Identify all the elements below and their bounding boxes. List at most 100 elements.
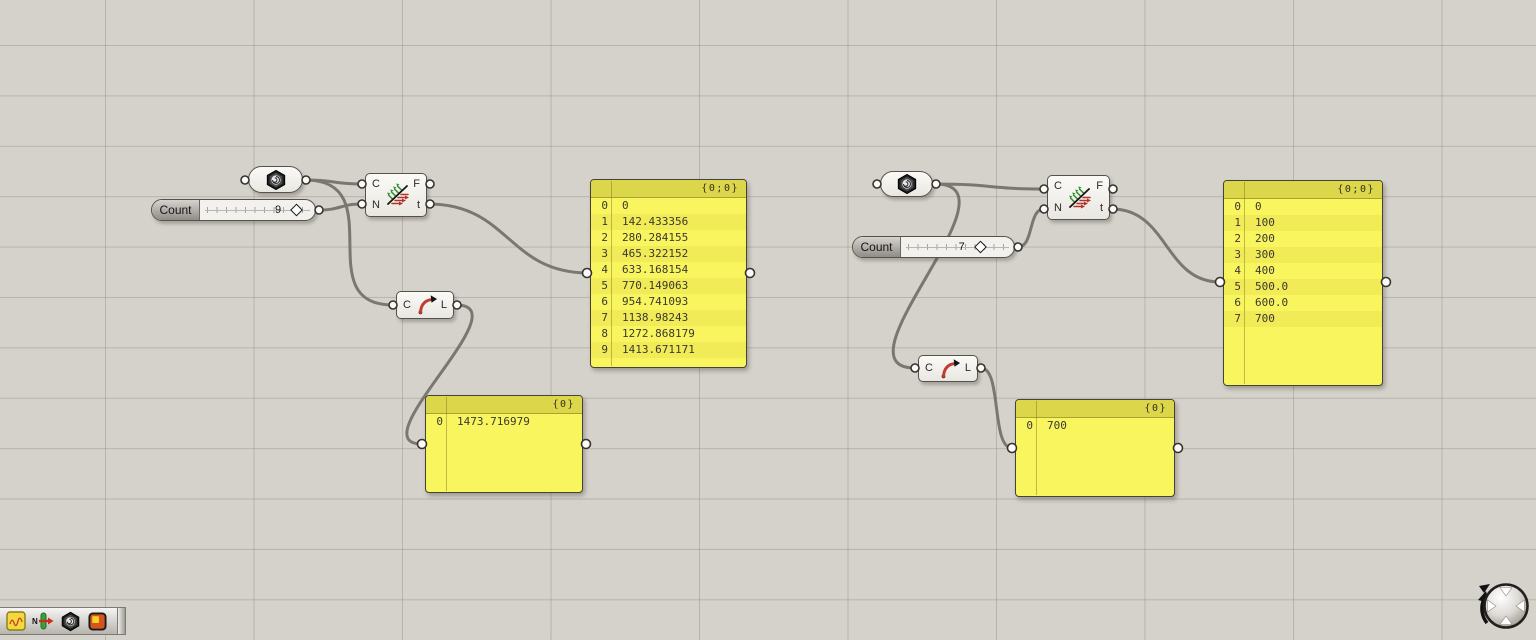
- row-index: 2: [1234, 232, 1241, 245]
- panel-row: 2 200: [1224, 231, 1382, 247]
- row-index: 2: [601, 231, 608, 244]
- wire[interactable]: [891, 182, 961, 370]
- row-value: 300: [1255, 248, 1275, 261]
- input-label-n: N: [1054, 201, 1062, 214]
- panel-row: 3 300: [1224, 247, 1382, 263]
- curve-length-component[interactable]: C L: [918, 355, 978, 382]
- wire[interactable]: [428, 202, 589, 275]
- canvas-navigation-ball[interactable]: [1476, 576, 1534, 640]
- row-value: 142.433356: [622, 215, 689, 228]
- slider-value: 7: [958, 240, 965, 253]
- row-value: 200: [1255, 232, 1275, 245]
- wire[interactable]: [979, 366, 1014, 450]
- wire[interactable]: [317, 202, 364, 212]
- panel-path-header: {0}: [426, 396, 582, 414]
- curve-parameter[interactable]: [248, 166, 303, 193]
- input-label-n: N: [372, 199, 380, 211]
- row-index: 4: [601, 263, 608, 276]
- output-label-f: F: [413, 178, 420, 190]
- row-value: 1413.671171: [622, 343, 695, 356]
- wire[interactable]: [405, 303, 474, 446]
- panel-row: 9 1413.671171: [591, 342, 746, 358]
- row-value: 700: [1255, 312, 1275, 325]
- output-label-t: t: [1099, 201, 1103, 214]
- panel-row: 6 954.741093: [591, 294, 746, 310]
- number-slider-count[interactable]: Count 9: [151, 199, 316, 221]
- slider-label: Count: [853, 237, 901, 257]
- wire[interactable]: [1016, 207, 1046, 249]
- row-index: 7: [1234, 312, 1241, 325]
- row-index: 3: [601, 247, 608, 260]
- curve-frames-icon: [386, 183, 409, 206]
- wire[interactable]: [934, 182, 1046, 191]
- curve-length-icon: [418, 295, 437, 315]
- row-index: 9: [601, 343, 608, 356]
- row-value: 400: [1255, 264, 1275, 277]
- wire[interactable]: [1111, 207, 1222, 284]
- panel-row: 2 280.284155: [591, 230, 746, 246]
- output-label-l: L: [964, 362, 971, 374]
- row-value: 770.149063: [622, 279, 689, 292]
- panel-body: 0 1473.716979: [426, 414, 582, 430]
- row-value: 0: [1255, 200, 1262, 213]
- input-label-c: C: [372, 178, 380, 190]
- svg-text:N: N: [32, 617, 38, 626]
- panel-icon[interactable]: [86, 610, 108, 632]
- curve-hexagon-icon: [266, 169, 285, 190]
- row-value: 0: [622, 199, 629, 212]
- curve-frames-component[interactable]: C N F t: [365, 173, 427, 217]
- output-label-t: t: [416, 199, 420, 211]
- slider-label: Count: [152, 200, 200, 220]
- panel-length-value[interactable]: {0} 0 1473.716979: [425, 395, 583, 493]
- curve-parameter[interactable]: [880, 171, 933, 197]
- dock-drag-handle[interactable]: [118, 607, 126, 635]
- slider-handle[interactable]: [973, 240, 987, 254]
- row-value: 954.741093: [622, 295, 689, 308]
- slider-handle[interactable]: [290, 203, 303, 217]
- input-label-c: C: [1054, 180, 1062, 193]
- input-label-c: C: [925, 362, 933, 374]
- wire[interactable]: [304, 178, 395, 307]
- row-index: 0: [436, 415, 443, 428]
- slider-value: 9: [275, 203, 282, 216]
- curve-hexagon-icon: [897, 173, 916, 195]
- panel-row: 4 400: [1224, 263, 1382, 279]
- row-value: 465.322152: [622, 247, 689, 260]
- panel-row: 7 700: [1224, 311, 1382, 327]
- curve-frames-icon: [1069, 186, 1092, 208]
- row-value: 280.284155: [622, 231, 689, 244]
- number-slider-count[interactable]: Count 7: [852, 236, 1015, 258]
- row-index: 6: [601, 295, 608, 308]
- input-label-c: C: [403, 298, 411, 311]
- number-slider-icon[interactable]: N: [32, 610, 54, 632]
- slider-track[interactable]: 7: [901, 237, 1014, 257]
- output-label-f: F: [1096, 180, 1103, 193]
- row-index: 7: [601, 311, 608, 324]
- curve-length-component[interactable]: C L: [396, 291, 454, 319]
- row-value: 1473.716979: [457, 415, 530, 428]
- sketch-panel-icon[interactable]: [5, 610, 27, 632]
- row-value: 500.0: [1255, 280, 1289, 293]
- panel-row: 0 1473.716979: [426, 414, 582, 430]
- row-value: 600.0: [1255, 296, 1289, 309]
- row-index: 4: [1234, 264, 1241, 277]
- row-index: 3: [1234, 248, 1241, 261]
- row-index: 0: [601, 199, 608, 212]
- curve-param-icon[interactable]: [59, 610, 81, 632]
- panel-path-header: {0;0}: [1224, 181, 1382, 199]
- curve-frames-component[interactable]: C N F t: [1047, 175, 1110, 220]
- slider-track[interactable]: 9: [200, 200, 315, 220]
